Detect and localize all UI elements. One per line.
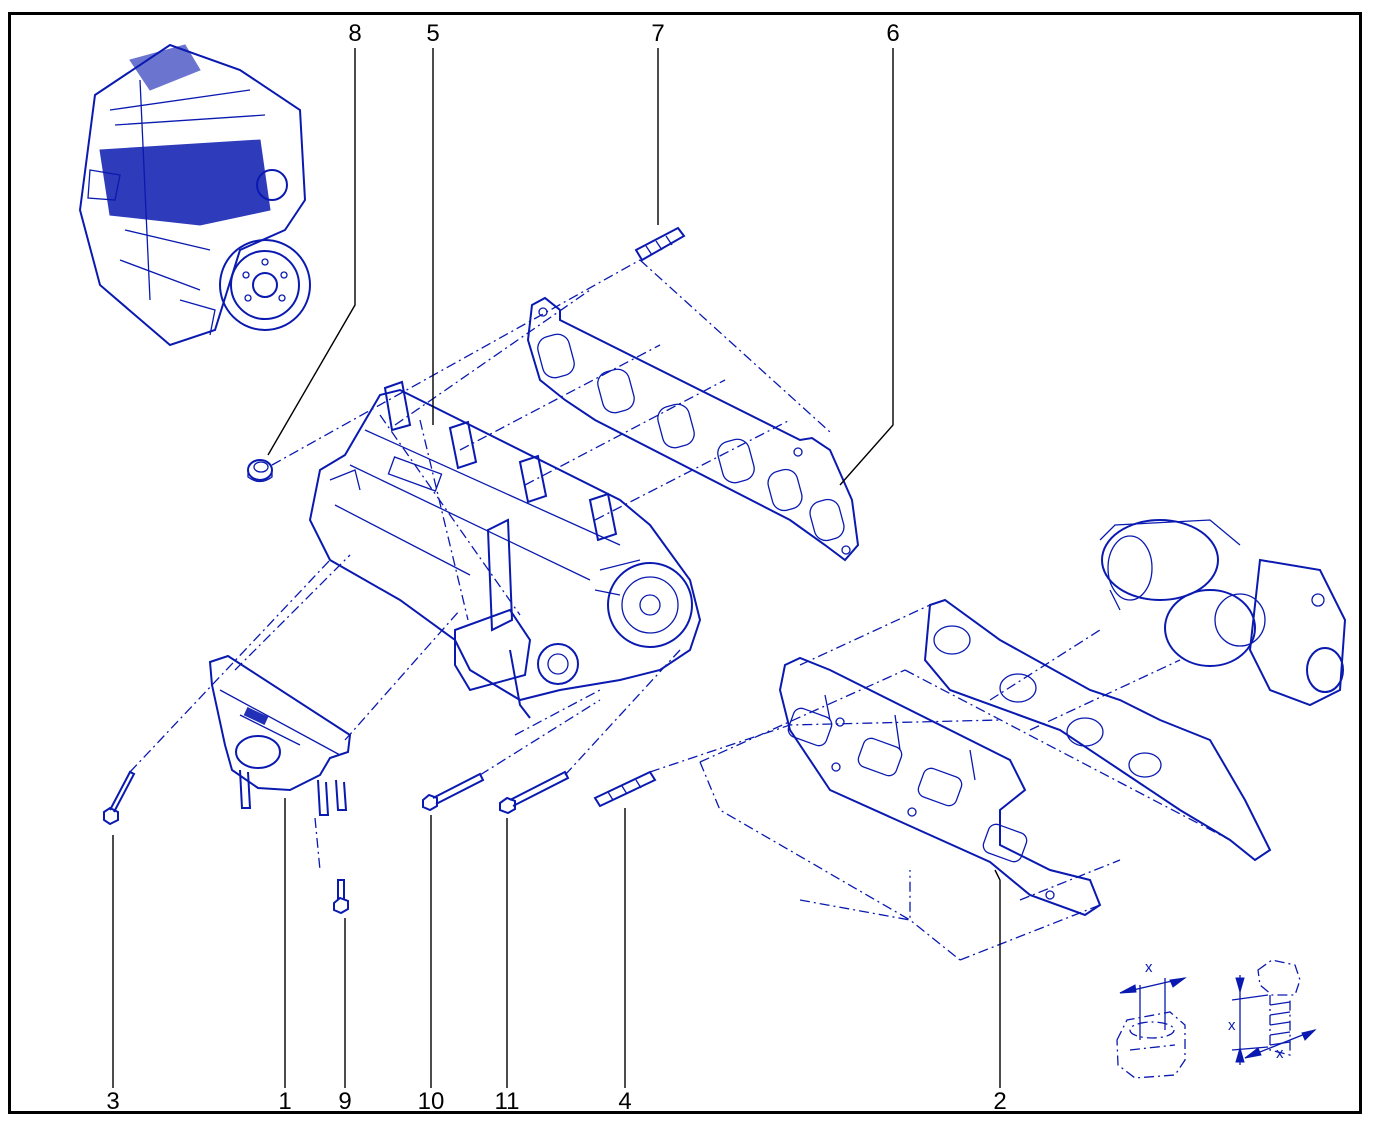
callout-5: 5: [426, 20, 440, 47]
callout-4: 4: [618, 1088, 632, 1115]
callout-9: 9: [338, 1088, 352, 1115]
callout-10: 10: [417, 1088, 445, 1115]
part-3-bolt: [103, 770, 136, 826]
engine-overview-illustration: [78, 43, 311, 347]
alignment-dash-lines: [129, 259, 1231, 961]
callout-7: 7: [651, 20, 665, 47]
part-2-heat-shield: [778, 656, 1102, 917]
part-8-nut: [247, 459, 273, 483]
callout-11: 11: [494, 1088, 520, 1115]
bolt-x-left-label: x: [1228, 1017, 1236, 1034]
callout-2: 2: [993, 1088, 1007, 1115]
callout-3: 3: [106, 1088, 120, 1115]
part-10-bolt: [422, 772, 485, 812]
leader-lines: [112, 48, 1001, 1088]
nut-dimension-detail: x: [1116, 959, 1187, 1079]
part-1-lower-bracket: [208, 654, 352, 816]
nut-x-label: x: [1145, 959, 1153, 976]
part-6-gasket: [526, 296, 860, 562]
bolt-dimension-detail: x x: [1228, 959, 1317, 1065]
exhaust-manifold-illustration: [923, 598, 1272, 862]
bolt-x-bottom-label: x: [1276, 1045, 1284, 1062]
callout-8: 8: [348, 20, 362, 47]
callout-6: 6: [886, 20, 900, 47]
diagram-frame: [8, 12, 1362, 1114]
turbocharger-illustration: [1099, 519, 1347, 707]
part-9-bolt: [333, 879, 349, 915]
part-5-manifold-assembly: [308, 380, 702, 719]
part-11-bolt: [499, 770, 570, 815]
part-4-stud: [593, 770, 657, 808]
part-7-stud: [634, 226, 686, 262]
callout-1: 1: [278, 1088, 292, 1115]
